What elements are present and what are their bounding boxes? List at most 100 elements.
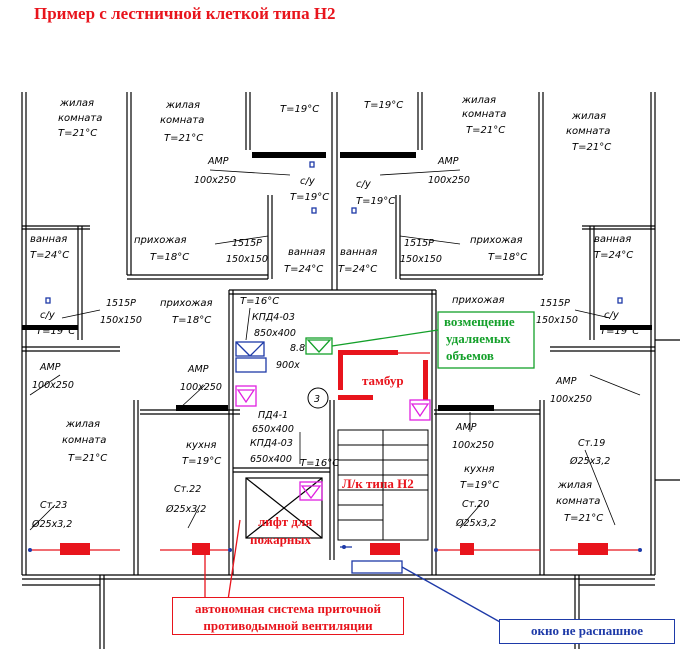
equipment-labels: АМР 100х250 АМР 100х250 1515Р 150х150 15… [31, 156, 610, 530]
svg-text:комната: комната [566, 126, 610, 137]
svg-text:Т=21°С: Т=21°С [68, 453, 107, 464]
grille-bars [22, 152, 652, 411]
svg-text:100х250: 100х250 [180, 382, 222, 393]
wc-cl-label: с/у [300, 176, 316, 187]
magenta-devices [235, 385, 431, 501]
svg-text:Т=18°С: Т=18°С [172, 315, 211, 326]
riser-23-label: Ст.23 [40, 500, 67, 511]
amr-r-label: АМР [555, 376, 577, 387]
svg-text:удаляемых: удаляемых [446, 331, 511, 346]
svg-text:Т=19°С: Т=19°С [460, 480, 499, 491]
svg-text:850х400: 850х400 [254, 328, 296, 339]
fire-shaft-note: лифт для [258, 514, 312, 529]
svg-text:Т=19°С: Т=19°С [182, 456, 221, 467]
removed-volumes-note: возмещение [444, 314, 515, 329]
bathroom-left-label: ванная [30, 234, 67, 245]
svg-text:Т=21°С: Т=21°С [58, 128, 97, 139]
wc-cr-label: с/у [356, 179, 372, 190]
svg-text:комната: комната [160, 115, 204, 126]
grille-cr-label: 1515Р [404, 238, 434, 249]
svg-text:Ø25х3,2: Ø25х3,2 [569, 456, 610, 467]
dim-900: 900х [276, 360, 300, 371]
stair-type-note: Л/к типа Н2 [342, 476, 414, 491]
living-room-tr-label: жилая [571, 111, 606, 122]
svg-text:Т=19°С: Т=19°С [36, 326, 75, 337]
svg-text:Т=24°С: Т=24°С [30, 250, 69, 261]
temp-top-b: Т=19°С [364, 100, 403, 111]
grille-l-label: 1515Р [106, 298, 136, 309]
svg-text:Т=24°С: Т=24°С [338, 264, 377, 275]
svg-text:Т=18°С: Т=18°С [150, 252, 189, 263]
svg-text:Т=24°С: Т=24°С [284, 264, 323, 275]
svg-text:пожарных: пожарных [250, 532, 311, 547]
riser-22-label: Ст.22 [174, 484, 201, 495]
temp-corridor: Т=16°С [240, 296, 279, 307]
blue-dots [28, 545, 642, 552]
green-elements [305, 311, 535, 369]
amr-ul-label: АМР [207, 156, 229, 167]
leader-lines [29, 169, 641, 531]
svg-text:150х150: 150х150 [400, 254, 442, 265]
hall-ll-label: прихожая [160, 298, 213, 309]
bathroom-right-label: ванная [594, 234, 631, 245]
kpd-bot-label: КПД4-03 [250, 438, 293, 449]
svg-text:100х250: 100х250 [32, 380, 74, 391]
wc-r-label: с/у [604, 310, 620, 321]
hall-ul-label: прихожая [134, 235, 187, 246]
svg-text:100х250: 100х250 [428, 175, 470, 186]
bathroom-cr-label: ванная [340, 247, 377, 258]
walls [21, 92, 680, 649]
svg-text:100х250: 100х250 [550, 394, 592, 405]
pd-mid-label: ПД4-1 [258, 410, 288, 421]
svg-text:Ø25х3,2: Ø25х3,2 [165, 504, 206, 515]
svg-text:Т=19°С: Т=19°С [290, 192, 329, 203]
annotations: возмещение удаляемых объемов тамбур Л/к … [250, 314, 515, 547]
living-room-br-label: жилая [557, 480, 592, 491]
svg-text:150х150: 150х150 [100, 315, 142, 326]
kitchen-right-label: кухня [464, 464, 494, 475]
amr-kr-label: АМР [455, 422, 477, 433]
circle-number: 3 [314, 394, 320, 405]
svg-text:объемов: объемов [446, 348, 494, 363]
svg-text:комната: комната [62, 435, 106, 446]
window-note-callout: окно не распашное [499, 619, 675, 644]
riser-19-label: Ст.19 [578, 438, 605, 449]
riser-circle [307, 387, 329, 409]
svg-text:Т=21°С: Т=21°С [466, 125, 505, 136]
room-labels: жилая комната Т=21°С жилая комната Т=21°… [30, 95, 639, 524]
svg-text:Т=21°С: Т=21°С [572, 142, 611, 153]
riser-20-label: Ст.20 [462, 499, 489, 510]
svg-text:Т=19°С: Т=19°С [356, 196, 395, 207]
svg-text:комната: комната [556, 496, 600, 507]
svg-text:100х250: 100х250 [452, 440, 494, 451]
svg-text:комната: комната [58, 113, 102, 124]
temp-stair: Т=16°С [300, 458, 339, 469]
svg-text:Т=24°С: Т=24°С [594, 250, 633, 261]
amr-l-label: АМР [39, 362, 61, 373]
hall-ur-label: прихожая [470, 235, 523, 246]
amr-ur-label: АМР [437, 156, 459, 167]
svg-text:650х400: 650х400 [250, 454, 292, 465]
temp-top-a: Т=19°С [280, 104, 319, 115]
red-lines [28, 352, 640, 601]
svg-text:100х250: 100х250 [194, 175, 236, 186]
red-elements [60, 350, 608, 555]
vent-system-callout: автономная система приточной противодымн… [172, 597, 404, 635]
svg-text:650х400: 650х400 [252, 424, 294, 435]
living-room-bl-label: жилая [65, 419, 100, 430]
living-room-tr2-label: жилая [461, 95, 496, 106]
amr-kl-label: АМР [187, 364, 209, 375]
svg-text:Ø25х3,2: Ø25х3,2 [455, 518, 496, 529]
dim-8-8: 8.8 [290, 343, 305, 354]
living-room-tl-label: жилая [59, 98, 94, 109]
staircase [337, 429, 429, 541]
wc-l-label: с/у [40, 310, 56, 321]
svg-text:Т=21°С: Т=21°С [164, 133, 203, 144]
svg-text:150х150: 150х150 [536, 315, 578, 326]
grille-r-label: 1515Р [540, 298, 570, 309]
hall-lr-label: прихожая [452, 295, 505, 306]
bathroom-cl-label: ванная [288, 247, 325, 258]
svg-text:Ø25х3,2: Ø25х3,2 [31, 519, 72, 530]
living-room-tc-label: жилая [165, 100, 200, 111]
svg-text:Т=21°С: Т=21°С [564, 513, 603, 524]
